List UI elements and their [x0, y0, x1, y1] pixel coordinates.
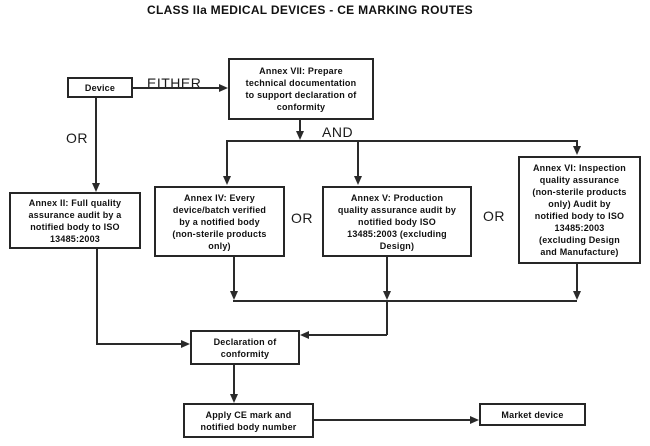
- edge-annex2-down-line: [96, 249, 98, 344]
- edge-and-to-annex4-arrowhead: [223, 176, 231, 185]
- edge-label-either: EITHER: [147, 75, 202, 91]
- node-annex-vii: Annex VII: Prepare technical documentati…: [228, 58, 374, 120]
- edge-and-to-annex6-arrowhead: [573, 146, 581, 155]
- edge-annex7-down-line: [299, 120, 301, 132]
- edge-declaration-to-apply-line: [233, 365, 235, 394]
- edge-annex6-down-line: [576, 264, 578, 291]
- node-annex-ii: Annex II: Full quality assurance audit b…: [9, 192, 141, 249]
- edge-annex4-down-line: [233, 257, 235, 291]
- edge-annex2-to-declaration-arrowhead: [181, 340, 190, 348]
- edge-and-to-annex4-line: [226, 140, 228, 176]
- node-declaration-of-conformity: Declaration of conformity: [190, 330, 300, 365]
- edge-and-junction-line: [227, 140, 577, 142]
- edge-and-to-annex5-line: [357, 140, 359, 176]
- edge-and-to-annex6-line: [576, 140, 578, 147]
- edge-label-or-left: OR: [66, 130, 88, 146]
- node-annex-vi: Annex VI: Inspection quality assurance (…: [518, 156, 641, 264]
- edge-apply-to-market-arrowhead: [470, 416, 479, 424]
- edge-bottom-junction-line: [233, 300, 577, 302]
- edge-annex2-to-declaration-line: [96, 343, 182, 345]
- edge-apply-to-market-line: [314, 419, 471, 421]
- edge-annex5-down-arrowhead: [383, 291, 391, 300]
- edge-label-or-right: OR: [483, 208, 505, 224]
- node-device: Device: [67, 77, 133, 98]
- node-annex-iv: Annex IV: Every device/batch verified by…: [154, 186, 285, 257]
- edge-junction-to-declaration-line: [308, 334, 387, 336]
- edge-device-to-annex2-line: [95, 98, 97, 184]
- edge-device-to-annex7-line: [133, 87, 220, 89]
- node-annex-v: Annex V: Production quality assurance au…: [322, 186, 472, 257]
- node-apply-ce-mark: Apply CE mark and notified body number: [183, 403, 314, 438]
- edge-junction-to-declaration-arrowhead: [300, 331, 309, 339]
- edge-declaration-to-apply-arrowhead: [230, 394, 238, 403]
- edge-annex6-down-arrowhead: [573, 291, 581, 300]
- page-title: CLASS IIa MEDICAL DEVICES - CE MARKING R…: [147, 3, 473, 17]
- edge-junction-drop-line: [386, 300, 388, 335]
- edge-annex4-down-arrowhead: [230, 291, 238, 300]
- node-market-device: Market device: [479, 403, 586, 426]
- edge-label-and: AND: [322, 124, 354, 140]
- edge-and-to-annex5-arrowhead: [354, 176, 362, 185]
- edge-label-or-mid: OR: [291, 210, 313, 226]
- edge-annex5-down-line: [386, 257, 388, 291]
- edge-device-to-annex2-arrowhead: [92, 183, 100, 192]
- edge-annex7-down-arrowhead: [296, 131, 304, 140]
- edge-device-to-annex7-arrowhead: [219, 84, 228, 92]
